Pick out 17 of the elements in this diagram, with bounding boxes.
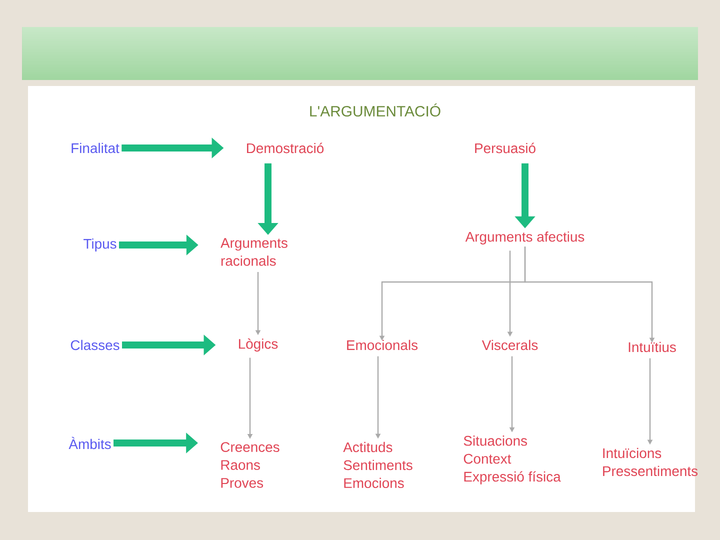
diagram-title: L'ARGUMENTACIÓ bbox=[310, 103, 440, 117]
item-list: Situacions Context Expressió física bbox=[464, 436, 561, 484]
concept-label: Lògics bbox=[239, 338, 278, 352]
concept-label: Arguments afectius bbox=[465, 232, 584, 244]
concept-label: Arguments racionals bbox=[220, 238, 288, 266]
concept-label: Persuasió bbox=[475, 142, 536, 154]
category-label: Àmbits bbox=[68, 436, 111, 450]
item-list: Intuïcions Pressentiments bbox=[603, 448, 698, 476]
concept-label: Demostració bbox=[247, 142, 324, 154]
item-list: Actituds Sentiments Emocions bbox=[343, 442, 412, 488]
category-label: Tipus bbox=[84, 238, 116, 252]
concept-label: Viscerals bbox=[482, 340, 538, 350]
category-label: Finalitat bbox=[72, 142, 120, 154]
item-list: Creences Raons Proves bbox=[220, 442, 280, 488]
category-label: Classes bbox=[70, 340, 120, 350]
concept-label: Intuïtius bbox=[628, 342, 676, 352]
concept-label: Emocionals bbox=[347, 340, 418, 350]
